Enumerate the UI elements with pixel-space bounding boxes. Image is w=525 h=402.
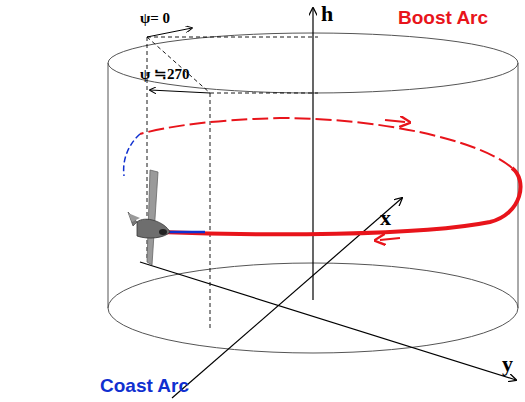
boost-arrow [385, 120, 405, 122]
coast-arc-back [124, 134, 140, 176]
heading-label: ψ ≒270 [140, 66, 190, 83]
axis-label: x [380, 206, 391, 230]
glider-illustration [128, 170, 170, 265]
x-axis [172, 198, 402, 398]
axis-label: h [321, 2, 333, 26]
boost-arc-back [140, 118, 512, 168]
heading-label: ψ= 0 [140, 10, 170, 27]
boost-arc-front [160, 168, 521, 234]
boost-arrow [380, 238, 400, 240]
axis-label: y [502, 352, 513, 376]
arc-label: Coast Arc [100, 376, 189, 397]
arc-label: Boost Arc [398, 8, 488, 29]
cylinder-side [108, 63, 109, 308]
heading-arrow [147, 28, 192, 37]
bottom-ellipse-front [108, 308, 518, 353]
cylinder-side [518, 63, 519, 308]
y-axis [140, 262, 516, 380]
heading-arrow [150, 90, 210, 93]
h-axis [312, 8, 313, 300]
